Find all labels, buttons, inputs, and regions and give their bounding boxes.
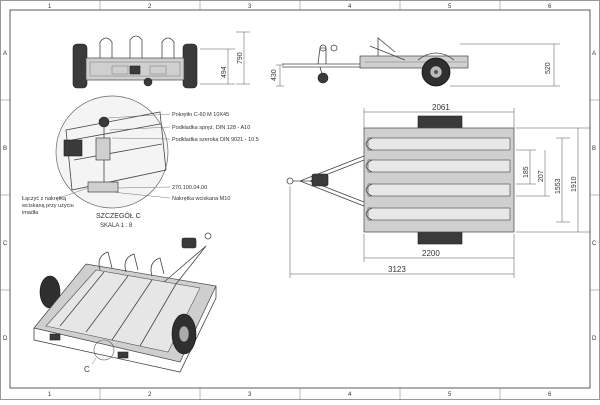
zone-col-label-bottom: 6	[548, 392, 552, 398]
zone-row-label-left: D	[3, 336, 8, 342]
callout-wide-washer: Podkładka szeroka DIN 9021 - 10.5	[172, 137, 259, 143]
zone-col-label-bottom: 1	[48, 392, 52, 398]
front-view	[72, 35, 198, 89]
zone-row-label-right: B	[592, 146, 596, 152]
dim-side-drawbar-height: 430	[271, 69, 278, 81]
zone-row-label-left: B	[3, 146, 7, 152]
side-view	[282, 37, 469, 87]
zone-row-label-left: A	[3, 51, 7, 57]
callout-spring-washer: Podkładka spręż. DIN 128 - A10	[172, 125, 250, 131]
dim-top-width-b: 207	[538, 170, 545, 182]
zone-col-label-top: 3	[248, 4, 252, 10]
zone-col-label-top: 5	[448, 4, 452, 10]
zone-col-label-top: 1	[48, 4, 52, 10]
detail-title: SZCZEGÓŁ C	[96, 211, 141, 220]
callout-connector-note-line3: imadła	[22, 210, 39, 216]
dim-top-axle-length: 2200	[422, 249, 440, 258]
zone-col-label-bottom: 2	[148, 392, 152, 398]
dim-front-outer-height: 790	[237, 52, 244, 64]
zone-row-label-left: C	[3, 241, 8, 247]
zone-col-label-top: 4	[348, 4, 352, 10]
zone-row-label-right: C	[592, 241, 597, 247]
dim-side-height: 520	[545, 62, 552, 74]
dim-top-platform-length: 2061	[432, 103, 450, 112]
zone-col-label-bottom: 5	[448, 392, 452, 398]
zone-col-label-top: 6	[548, 4, 552, 10]
isometric-view	[33, 232, 217, 373]
zone-row-label-right: A	[592, 51, 596, 57]
dim-top-width-d: 1910	[571, 176, 578, 192]
detail-c-view	[55, 95, 169, 209]
dim-top-width-c: 1553	[555, 178, 562, 194]
zone-col-label-bottom: 3	[248, 392, 252, 398]
zone-col-label-bottom: 4	[348, 392, 352, 398]
detail-scale: SKALA 1 : 8	[100, 223, 133, 229]
callout-connector-note-line2: wciskaną przy użyciu	[21, 203, 74, 209]
dim-top-width-a: 185	[523, 166, 530, 178]
dim-front-inner-height: 494	[221, 66, 228, 78]
callout-part-number: 270.100.04.00	[172, 185, 207, 191]
zone-row-label-right: D	[592, 336, 597, 342]
callout-rivet-nut: Nakrętka wciskana M10	[172, 196, 230, 202]
zone-col-label-top: 2	[148, 4, 152, 10]
detail-marker-label: C	[84, 365, 90, 374]
callout-connector-note-line1: Łączyć z nakrętką	[22, 196, 67, 202]
dim-top-total-length: 3123	[388, 265, 406, 274]
top-view	[286, 115, 515, 245]
callout-knob: Pokrętło C-60 M 10X45	[172, 112, 229, 118]
